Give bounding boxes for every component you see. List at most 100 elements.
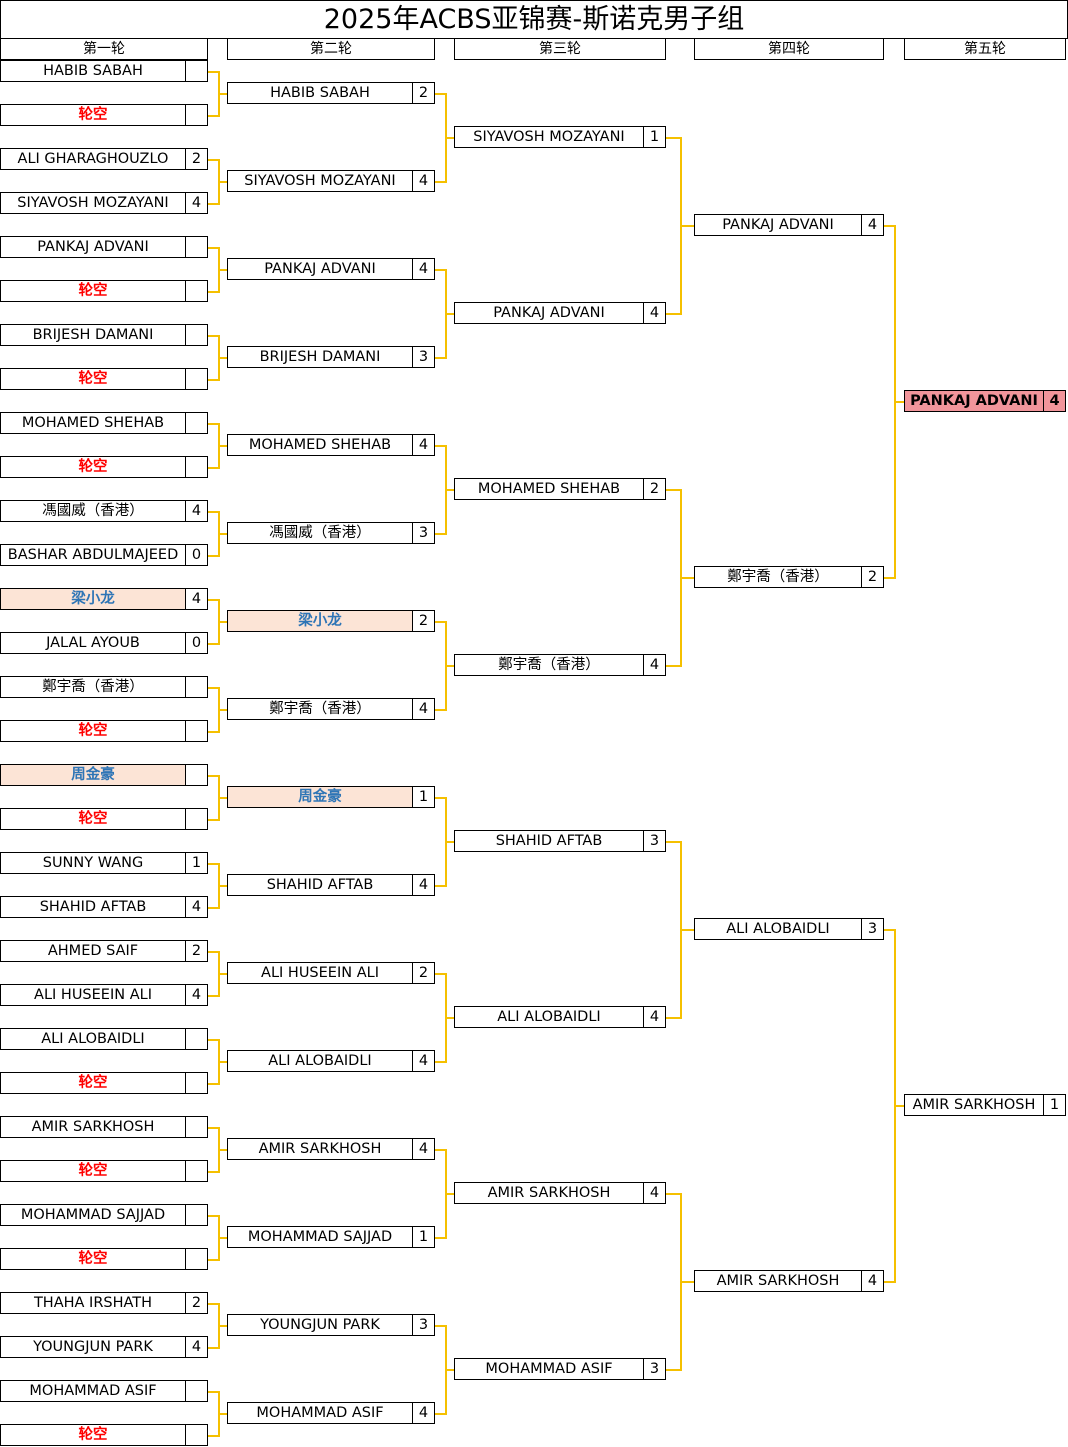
- match-entry[interactable]: 轮空: [0, 456, 208, 478]
- match-entry[interactable]: 周金豪: [0, 764, 208, 786]
- match-entry[interactable]: 轮空: [0, 104, 208, 126]
- match-entry[interactable]: 鄭宇喬（香港）: [0, 676, 208, 698]
- player-name: 鄭宇喬（香港）: [228, 699, 413, 719]
- player-name: AMIR SARKHOSH: [455, 1183, 644, 1203]
- match-entry[interactable]: 轮空: [0, 720, 208, 742]
- player-name: PANKAJ ADVANI: [455, 303, 644, 323]
- connector-line: [218, 335, 220, 381]
- match-entry[interactable]: 鄭宇喬（香港）4: [227, 698, 435, 720]
- match-entry[interactable]: 轮空: [0, 808, 208, 830]
- match-entry[interactable]: MOHAMMAD SAJJAD: [0, 1204, 208, 1226]
- match-entry[interactable]: ALI ALOBAIDLI: [0, 1028, 208, 1050]
- player-name: PANKAJ ADVANI: [228, 259, 413, 279]
- player-score: 2: [418, 613, 429, 629]
- connector-line: [435, 1061, 445, 1063]
- player-name: MOHAMMAD SAJJAD: [1, 1205, 186, 1225]
- player-score: [186, 1161, 207, 1181]
- match-entry[interactable]: HABIB SABAH: [0, 60, 208, 82]
- player-score: [186, 1249, 207, 1269]
- player-name: BRIJESH DAMANI: [1, 325, 186, 345]
- player-score: [186, 677, 207, 697]
- player-score: [186, 1029, 207, 1049]
- match-entry[interactable]: AMIR SARKHOSH: [0, 1116, 208, 1138]
- match-entry[interactable]: 鄭宇喬（香港）4: [454, 654, 666, 676]
- match-entry[interactable]: 轮空: [0, 368, 208, 390]
- player-name: 鄭宇喬（香港）: [455, 655, 644, 675]
- player-score: [186, 325, 207, 345]
- connector-line: [218, 687, 220, 733]
- player-score: [186, 369, 207, 389]
- player-name: 轮空: [1, 809, 186, 829]
- connector-line: [218, 599, 220, 645]
- player-score: 4: [191, 591, 202, 607]
- match-entry[interactable]: 鄭宇喬（香港）2: [694, 566, 884, 588]
- match-entry[interactable]: 轮空: [0, 1072, 208, 1094]
- match-entry[interactable]: 馮國威（香港）3: [227, 522, 435, 544]
- player-name: SIYAVOSH MOZAYANI: [1, 193, 186, 213]
- player-name: AMIR SARKHOSH: [905, 1095, 1044, 1115]
- match-entry[interactable]: 轮空: [0, 280, 208, 302]
- connector-line: [666, 489, 680, 491]
- match-entry[interactable]: 轮空: [0, 1248, 208, 1270]
- connector-line: [218, 71, 220, 117]
- connector-line: [208, 1171, 218, 1173]
- player-name: PANKAJ ADVANI: [695, 215, 862, 235]
- connector-line: [666, 137, 680, 139]
- player-name: SHAHID AFTAB: [1, 897, 186, 917]
- match-entry[interactable]: MOHAMED SHEHAB: [0, 412, 208, 434]
- player-name: HABIB SABAH: [1, 61, 186, 81]
- connector-line: [218, 885, 231, 887]
- match-entry[interactable]: 轮空: [0, 1160, 208, 1182]
- player-name: SHAHID AFTAB: [455, 831, 644, 851]
- match-entry[interactable]: 馮國威（香港）4: [0, 500, 208, 522]
- connector-line: [666, 1193, 680, 1195]
- connector-line: [666, 841, 680, 843]
- match-entry[interactable]: MOHAMMAD ASIF: [0, 1380, 208, 1402]
- match-entry[interactable]: 轮空: [0, 1424, 208, 1446]
- match-entry[interactable]: BRIJESH DAMANI: [0, 324, 208, 346]
- player-name: 轮空: [1, 1425, 186, 1445]
- match-entry[interactable]: PANKAJ ADVANI: [0, 236, 208, 258]
- connector-line: [445, 1017, 458, 1019]
- connector-line: [208, 1303, 218, 1305]
- connector-line: [208, 115, 218, 117]
- player-score: 2: [191, 151, 202, 167]
